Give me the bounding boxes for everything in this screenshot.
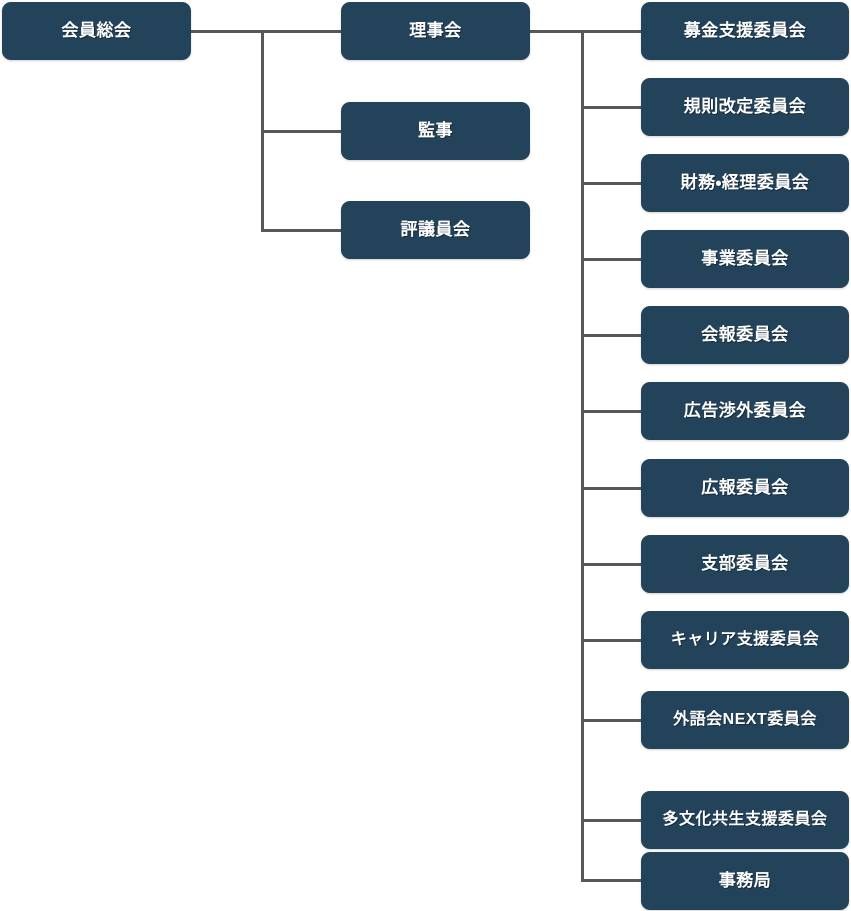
connector-stub-committee-7	[581, 487, 641, 490]
connector-board-to-right-trunk	[530, 30, 584, 33]
node-branch-committee[interactable]: 支部委員会	[641, 535, 849, 593]
connector-stub-committee-9	[581, 639, 641, 642]
node-multicultural-support-committee[interactable]: 多文化共生支援委員会	[641, 791, 849, 849]
node-public-relations-committee[interactable]: 広報委員会	[641, 459, 849, 517]
connector-stub-auditor	[261, 130, 341, 133]
connector-stub-committee-5	[581, 334, 641, 337]
connector-root-to-trunk	[191, 30, 264, 33]
node-gaigokai-next-committee[interactable]: 外語会NEXT委員会	[641, 691, 849, 749]
node-secretariat[interactable]: 事務局	[641, 852, 849, 910]
node-council[interactable]: 評議員会	[341, 201, 530, 259]
connector-stub-council	[261, 229, 341, 232]
connector-stub-committee-2	[581, 106, 641, 109]
connector-stub-committee-10	[581, 719, 641, 722]
connector-stub-committee-1	[581, 30, 641, 33]
connector-stub-committee-4	[581, 258, 641, 261]
connector-right-trunk	[581, 30, 584, 882]
node-board-of-directors[interactable]: 理事会	[341, 2, 530, 60]
node-fundraising-support-committee[interactable]: 募金支援委員会	[641, 2, 849, 60]
node-auditor[interactable]: 監事	[341, 102, 530, 160]
node-rules-revision-committee[interactable]: 規則改定委員会	[641, 78, 849, 136]
node-business-committee[interactable]: 事業委員会	[641, 230, 849, 288]
node-advertising-liaison-committee[interactable]: 広告渉外委員会	[641, 382, 849, 440]
connector-stub-secretariat	[581, 879, 641, 882]
node-career-support-committee[interactable]: キャリア支援委員会	[641, 611, 849, 669]
node-newsletter-committee[interactable]: 会報委員会	[641, 306, 849, 364]
connector-stub-board	[261, 30, 341, 33]
connector-stub-committee-3	[581, 182, 641, 185]
connector-stub-committee-8	[581, 563, 641, 566]
node-general-assembly[interactable]: 会員総会	[2, 2, 191, 60]
connector-stub-committee-6	[581, 410, 641, 413]
node-finance-accounting-committee[interactable]: 財務・経理委員会	[641, 154, 849, 212]
connector-stub-committee-11	[581, 819, 641, 822]
